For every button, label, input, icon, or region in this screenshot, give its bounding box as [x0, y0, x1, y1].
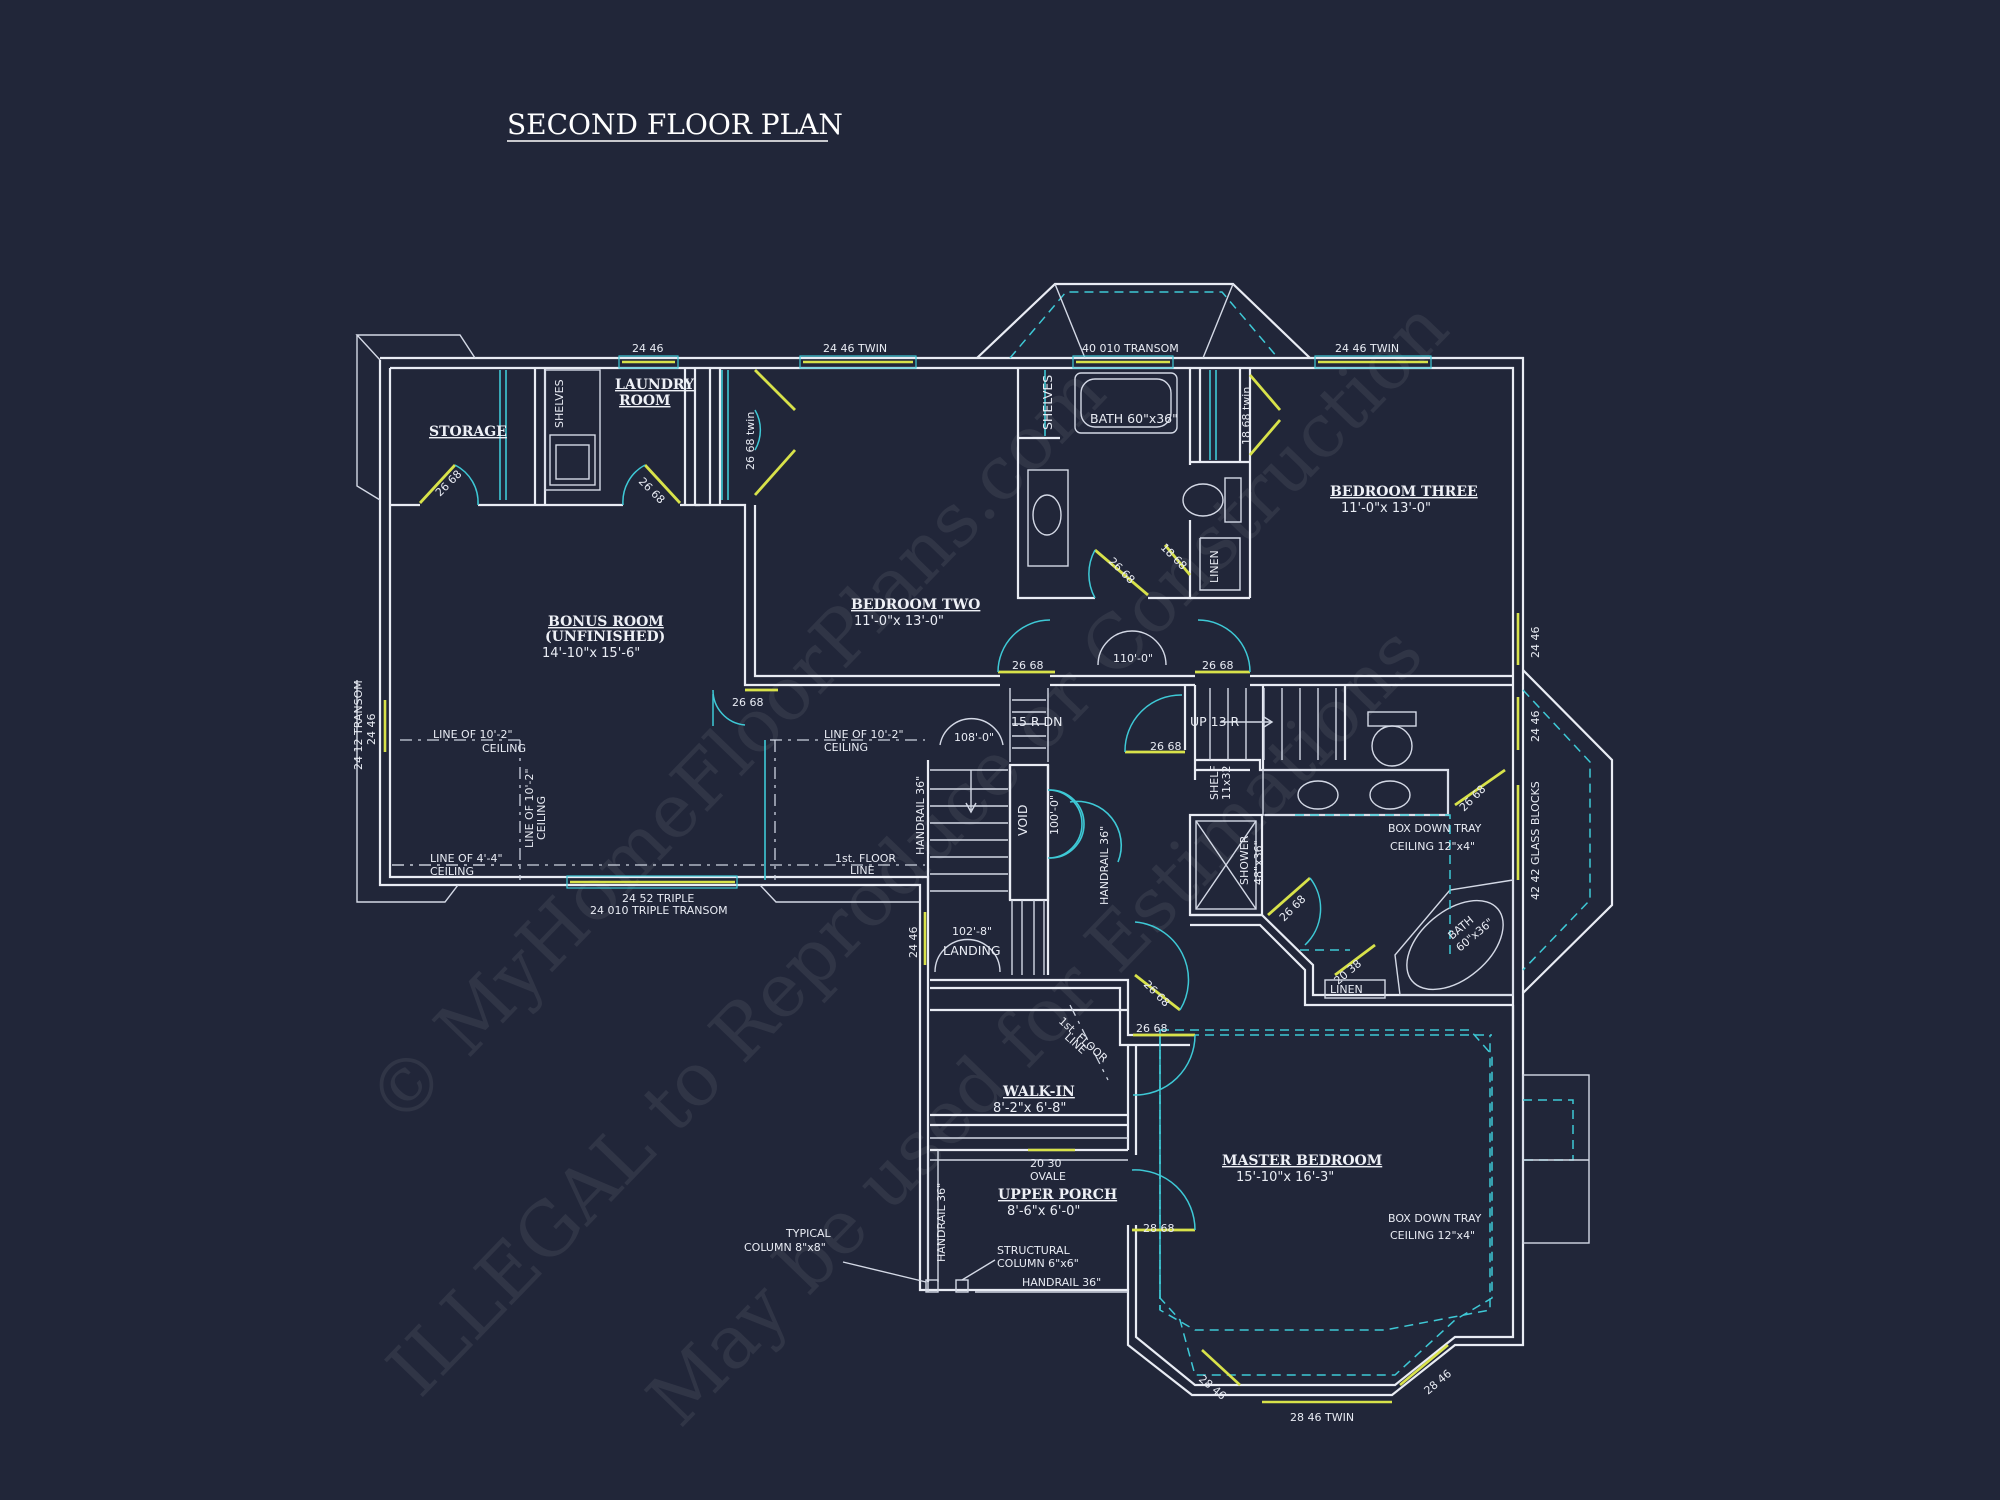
label-typical-col-a: TYPICAL [785, 1227, 832, 1240]
room-bedroom-two: BEDROOM TWO [851, 597, 980, 613]
label-shelves-laundry: SHELVES [553, 379, 566, 428]
ceiling-lines [392, 739, 1109, 1081]
door-label-laundry: 26 68 [636, 475, 667, 506]
room-bedroom-two-dim: 11'-0"x 13'-0" [854, 614, 944, 629]
room-bedroom-three-dim: 11'-0"x 13'-0" [1341, 501, 1431, 516]
window-label-bed3: 24 46 TWIN [1335, 342, 1399, 355]
door-label-closet-b3: 18 68 twin [1240, 387, 1253, 445]
window-label-stair-east: 24 46 [1529, 711, 1542, 743]
label-line-ceiling-b1: LINE OF 10'-2" [824, 728, 904, 741]
label-oval-dim: 20 30 [1030, 1157, 1062, 1170]
arches [934, 630, 1167, 973]
exterior-walls [355, 282, 1614, 1397]
label-first-floor-line-2: LINE [850, 864, 875, 877]
watermark: © MyHomeFloorPlans.com ILLEGAL to Reprod… [351, 284, 1465, 1442]
door-label-hall: 26 68 [1150, 740, 1182, 753]
fixtures [499, 369, 1514, 1376]
door-label-bed3: 26 68 [1202, 659, 1234, 672]
label-bath-tub: BATH 60"x36" [1090, 411, 1178, 426]
label-box-tray-2a: BOX DOWN TRAY [1388, 1212, 1482, 1225]
windows [383, 355, 1520, 1404]
door-label-porch: 28 68 [1143, 1222, 1175, 1235]
window-label-bed3-east: 24 46 [1529, 627, 1542, 659]
window-label-bonus-west-a: 24 12 TRANSOM [352, 680, 365, 770]
window-label-glass-blocks: 42 42 GLASS BLOCKS [1529, 781, 1542, 900]
door-label-walkin: 26 68 [1136, 1022, 1168, 1035]
label-shelf-small-dim: 11x32 [1220, 765, 1233, 800]
label-struct-col-b: COLUMN 6"x6" [997, 1257, 1079, 1270]
label-line-ceiling-c2: CEILING [430, 865, 474, 878]
label-handrail-stair-east: HANDRAIL 36" [1098, 826, 1111, 905]
room-walk-in-dim: 8'-2"x 6'-8" [993, 1101, 1066, 1116]
label-box-tray-1b: CEILING 12"x4" [1390, 840, 1475, 853]
room-bonus-dim: 14'-10"x 15'-6" [542, 646, 640, 661]
room-master: MASTER BEDROOM [1222, 1153, 1382, 1169]
void-arch [1047, 789, 1083, 859]
label-oval: OVALE [1030, 1170, 1066, 1183]
label-handrail-stair-west: HANDRAIL 36" [914, 776, 927, 855]
window-label-bed2: 24 46 TWIN [823, 342, 887, 355]
door-label-mbath-inner: 26 68 [1277, 893, 1308, 924]
room-bonus: BONUS ROOM [548, 614, 664, 630]
label-shelf-small: SHELF [1208, 765, 1221, 800]
label-shower-dim: 48"x36" [1252, 840, 1265, 885]
label-handrail-porch-south: HANDRAIL 36" [1022, 1276, 1101, 1289]
room-labels: STORAGE LAUNDRY ROOM BONUS ROOM (UNFINIS… [429, 377, 1478, 1219]
window-label-laundry: 24 46 [632, 342, 664, 355]
label-void: VOID [1015, 805, 1030, 836]
label-shower: SHOWER [1238, 835, 1251, 885]
label-linen-b3: LINEN [1208, 550, 1221, 583]
room-walk-in: WALK-IN [1002, 1084, 1075, 1100]
label-shelves-bath: SHELVES [1040, 375, 1055, 430]
room-upper-porch-dim: 8'-6"x 6'-0" [1007, 1204, 1080, 1219]
label-struct-col-a: STRUCTURAL [997, 1244, 1071, 1257]
label-arch-100: 100'-0" [1048, 795, 1061, 835]
label-first-floor-line-1: 1st. FLOOR [835, 852, 896, 865]
label-arch-110: 110'-0" [1113, 652, 1153, 665]
label-box-tray-1a: BOX DOWN TRAY [1388, 822, 1482, 835]
room-laundry-2: ROOM [619, 393, 671, 409]
label-box-tray-2b: CEILING 12"x4" [1390, 1229, 1475, 1242]
room-bedroom-three: BEDROOM THREE [1330, 484, 1478, 500]
misc-labels: SHELVES SHELVES BATH 60"x36" LINEN LINEN… [430, 375, 1496, 1293]
window-label-bath: 40 010 TRANSOM [1082, 342, 1179, 355]
room-laundry-1: LAUNDRY [615, 377, 695, 393]
label-line-ceiling-b2: CEILING [824, 741, 868, 754]
label-landing: LANDING [943, 943, 1001, 958]
stairs [930, 688, 1337, 975]
room-master-dim: 15'-10"x 16'-3" [1236, 1170, 1334, 1185]
window-labels: 24 46 24 46 TWIN 40 010 TRANSOM 24 46 TW… [352, 342, 1542, 1424]
door-label-hall-lower: 26 68 [1141, 978, 1172, 1009]
label-line-ceiling-v2: CEILING [535, 796, 548, 840]
window-label-master-se: 28 46 [1422, 1367, 1454, 1397]
label-line-ceiling-v1: LINE OF 10'-2" [523, 768, 536, 848]
label-typical-col-b: COLUMN 8"x8" [744, 1241, 826, 1254]
label-15r-dn: 15 R DN [1011, 714, 1063, 729]
room-bonus-sub: (UNFINISHED) [545, 629, 665, 645]
window-label-landing: 24 46 [907, 927, 920, 959]
window-label-bonus-south-a: 24 52 TRIPLE [622, 892, 694, 905]
label-linen-master: LINEN [1330, 983, 1363, 996]
window-label-master-sw: 28 46 [1196, 1372, 1228, 1402]
room-storage: STORAGE [429, 424, 507, 440]
door-label-bonus: 26 68 [732, 696, 764, 709]
page-title: SECOND FLOOR PLAN [507, 108, 843, 141]
label-handrail-porch-west: HANDRAIL 36" [935, 1183, 948, 1262]
label-line-ceiling-a1: LINE OF 10'-2" [433, 728, 513, 741]
label-line-ceiling-c1: LINE OF 4'-4" [430, 852, 503, 865]
label-line-ceiling-a2: CEILING [482, 742, 526, 755]
door-label-closet-b2: 26 68 twin [744, 412, 757, 470]
room-upper-porch: UPPER PORCH [998, 1187, 1117, 1203]
door-label-bed2: 26 68 [1012, 659, 1044, 672]
window-label-bonus-south-b: 24 010 TRIPLE TRANSOM [590, 904, 728, 917]
label-arch-102: 102'-8" [952, 925, 992, 938]
label-arch-108: 108'-0" [954, 731, 994, 744]
door-label-mbath: 26 68 [1457, 783, 1488, 814]
window-label-bonus-west-b: 24 46 [365, 714, 378, 746]
doors [418, 369, 1506, 1232]
label-up-13r: UP 13 R [1190, 714, 1240, 729]
window-label-master-s: 28 46 TWIN [1290, 1411, 1354, 1424]
